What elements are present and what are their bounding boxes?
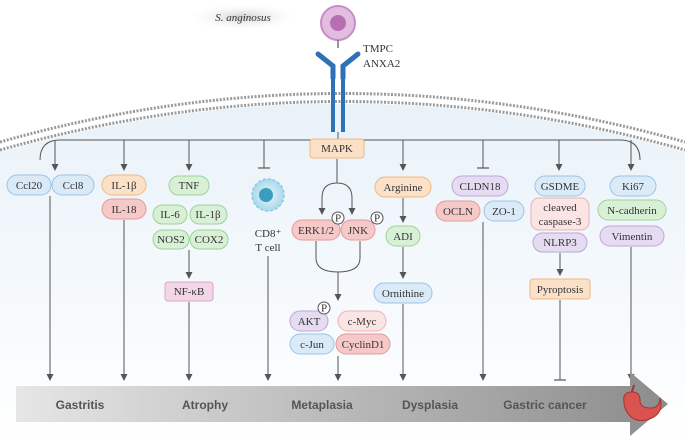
bacterium-icon [320,5,356,48]
bacterium-cloud [185,3,301,31]
phospho-akt-icon: P [317,301,331,315]
node-pyroptosis: Pyroptosis [529,278,591,300]
node-gsdme: GSDME [534,175,586,197]
node-il18: IL-18 [101,198,147,220]
svg-text:Ccl20: Ccl20 [16,180,43,192]
svg-text:JNK: JNK [348,225,368,237]
svg-text:Ornithine: Ornithine [382,288,424,300]
svg-text:N-cadherin: N-cadherin [607,205,657,217]
svg-text:MAPK: MAPK [321,143,353,155]
svg-text:c-Jun: c-Jun [300,339,324,351]
phospho-erk-icon: P [331,211,345,225]
svg-text:CyclinD1: CyclinD1 [342,339,385,351]
node-cyclind1: CyclinD1 [335,333,391,355]
stage-atrophy: Atrophy [182,398,228,412]
svg-text:Vimentin: Vimentin [612,231,653,243]
svg-text:NLRP3: NLRP3 [543,237,577,249]
stage-gastric-cancer: Gastric cancer [503,398,587,412]
node-cox2: COX2 [189,229,229,250]
svg-text:IL-1β: IL-1β [111,180,137,192]
node-vimentin: Vimentin [599,225,665,247]
node-cjun: c-Jun [289,333,335,355]
receptor-icon [315,51,361,132]
node-nos2: NOS2 [152,229,190,250]
node-nfkb: NF-κB [164,281,214,302]
svg-text:IL-18: IL-18 [111,204,137,216]
bacterium-label: S. anginosus [215,12,271,24]
stage-gastritis: Gastritis [56,398,105,412]
stage-metaplasia: Metaplasia [291,398,353,412]
stage-dysplasia: Dysplasia [402,398,458,412]
svg-text:c-Myc: c-Myc [348,316,377,328]
svg-text:ADI: ADI [393,231,413,243]
node-arginine: Arginine [374,176,432,198]
node-adi: ADI [385,225,421,247]
svg-text:IL-1β: IL-1β [195,209,221,221]
node-jnk: JNK [340,219,376,241]
svg-text:ZO-1: ZO-1 [492,206,516,218]
svg-text:ERK1/2: ERK1/2 [298,225,334,237]
node-cldn18: CLDN18 [451,175,509,197]
svg-text:cleaved: cleaved [543,202,577,214]
node-tnf: TNF [168,175,210,196]
svg-text:caspase-3: caspase-3 [539,216,582,228]
node-akt: AKT [289,310,329,332]
receptor-label-2: ANXA2 [363,58,400,70]
node-ocln: OCLN [435,200,481,222]
node-il1b-2: IL-1β [189,204,228,225]
svg-text:Ki67: Ki67 [622,181,645,193]
phospho-jnk-icon: P [370,211,384,225]
svg-text:TNF: TNF [179,180,200,192]
svg-text:P: P [335,213,341,225]
svg-text:Pyroptosis: Pyroptosis [537,284,583,296]
cd8-label-2: T cell [255,242,280,254]
svg-text:Ccl8: Ccl8 [63,180,84,192]
node-il1b: IL-1β [101,174,147,196]
progression-arrow [16,372,668,436]
cd8-label-1: CD8⁺ [255,228,282,240]
node-erk: ERK1/2 [291,219,341,241]
node-ccl8: Ccl8 [51,174,95,196]
node-ccl20: Ccl20 [6,174,52,196]
receptor-label-1: TMPC [363,43,393,55]
svg-text:NOS2: NOS2 [157,234,185,246]
node-mapk: MAPK [309,138,365,159]
node-ki67: Ki67 [609,175,657,197]
node-ornithine: Ornithine [373,282,433,304]
node-il6: IL-6 [152,204,188,225]
arrow-mapk-jnk [336,182,356,215]
node-cmyc: c-Myc [337,310,387,332]
node-cleaved-caspase3: cleaved caspase-3 [530,197,590,231]
svg-text:IL-6: IL-6 [160,209,180,221]
svg-text:OCLN: OCLN [443,206,473,218]
svg-text:AKT: AKT [298,316,321,328]
cd8-cell-icon [251,178,285,212]
stomach-icon [623,384,662,422]
svg-text:COX2: COX2 [195,234,224,246]
svg-text:GSDME: GSDME [541,181,580,193]
arrow-mapk-erk [318,159,338,215]
svg-text:P: P [321,303,327,315]
node-zo1: ZO-1 [483,200,525,222]
node-nlrp3: NLRP3 [532,232,588,253]
svg-text:P: P [374,213,380,225]
svg-text:Arginine: Arginine [384,182,423,194]
svg-text:NF-κB: NF-κB [174,286,205,298]
node-ncadherin: N-cadherin [597,199,667,221]
svg-text:CLDN18: CLDN18 [460,181,501,193]
